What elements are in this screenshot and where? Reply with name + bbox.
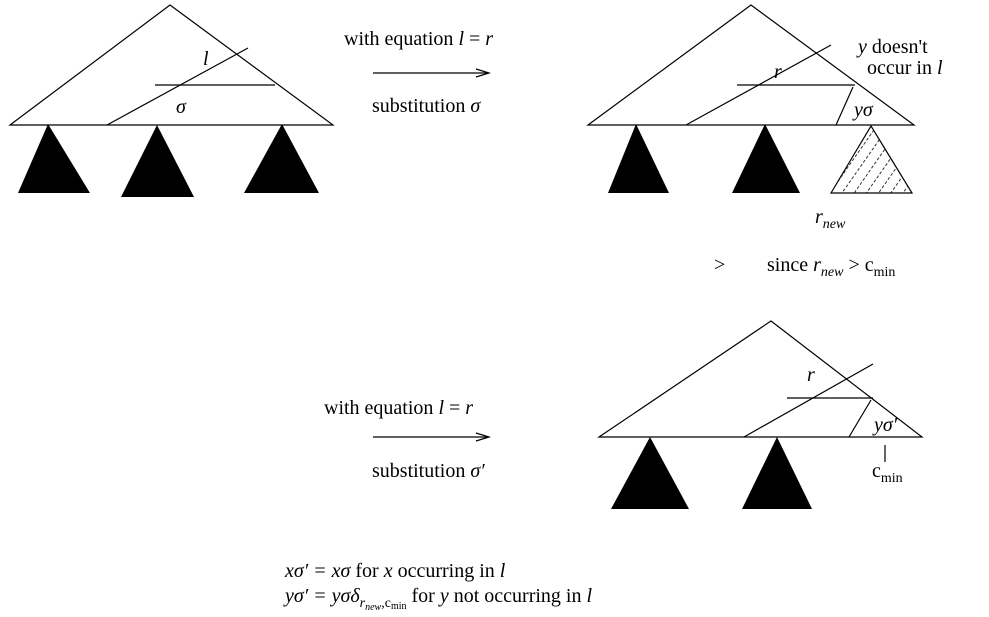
subtree-black-4 bbox=[608, 124, 669, 193]
top-left-term-triangle bbox=[8, 4, 335, 126]
comparison-row: > since rnew > cmin bbox=[714, 254, 895, 280]
top-right-y-edge bbox=[835, 86, 854, 126]
arrow2-above-label: with equation l = r bbox=[324, 397, 473, 419]
arrow2-below-label: substitution σ′ bbox=[372, 460, 485, 482]
top-right-tree: r y doesn't occur in l yσ rnew bbox=[586, 4, 943, 232]
label-cmin: cmin bbox=[872, 460, 903, 486]
arrow1-head bbox=[475, 68, 492, 78]
label-rnew: rnew bbox=[815, 206, 846, 232]
definition-line-1: xσ′ = xσ for x occurring in l bbox=[284, 560, 506, 582]
arrow1-below-label: substitution σ bbox=[372, 95, 481, 117]
subtree-black-2 bbox=[121, 125, 194, 197]
label-l: l bbox=[203, 48, 209, 70]
top-left-tree: l σ bbox=[8, 4, 335, 197]
definition-line-2: yσ′ = yσδrnew,cmin for y not occurring i… bbox=[283, 585, 592, 613]
subtree-black-6 bbox=[611, 437, 689, 509]
bottom-tree: r yσ′ cmin bbox=[597, 320, 924, 509]
label-sigma: σ bbox=[176, 96, 187, 118]
note-occur-in-l: occur in l bbox=[867, 57, 943, 79]
since-condition: since rnew > cmin bbox=[767, 254, 895, 280]
bottom-y-edge bbox=[848, 399, 872, 438]
subtree-black-1 bbox=[18, 124, 90, 193]
rewrite-arrow-2: with equation l = r substitution σ′ bbox=[324, 397, 492, 482]
label-ysigma-prime: yσ′ bbox=[872, 414, 898, 436]
top-left-subterm-edge bbox=[106, 47, 249, 126]
top-right-term-triangle bbox=[586, 4, 916, 126]
definitions: xσ′ = xσ for x occurring in l yσ′ = yσδr… bbox=[283, 560, 592, 613]
note-y-doesnt: y doesn't bbox=[856, 36, 928, 58]
label-r-bottom: r bbox=[807, 364, 815, 386]
arrow2-head bbox=[475, 432, 492, 442]
hatched-subtree-rnew bbox=[829, 124, 914, 194]
greater-than-symbol: > bbox=[714, 254, 725, 276]
label-r: r bbox=[774, 61, 782, 83]
subtree-black-7 bbox=[742, 437, 812, 509]
rewrite-arrow-1: with equation l = r substitution σ bbox=[344, 28, 493, 117]
subtree-black-5 bbox=[732, 124, 800, 193]
label-ysigma: yσ bbox=[852, 99, 874, 121]
bottom-subterm-edge bbox=[743, 363, 874, 438]
subtree-black-3 bbox=[244, 124, 319, 193]
arrow1-above-label: with equation l = r bbox=[344, 28, 493, 50]
